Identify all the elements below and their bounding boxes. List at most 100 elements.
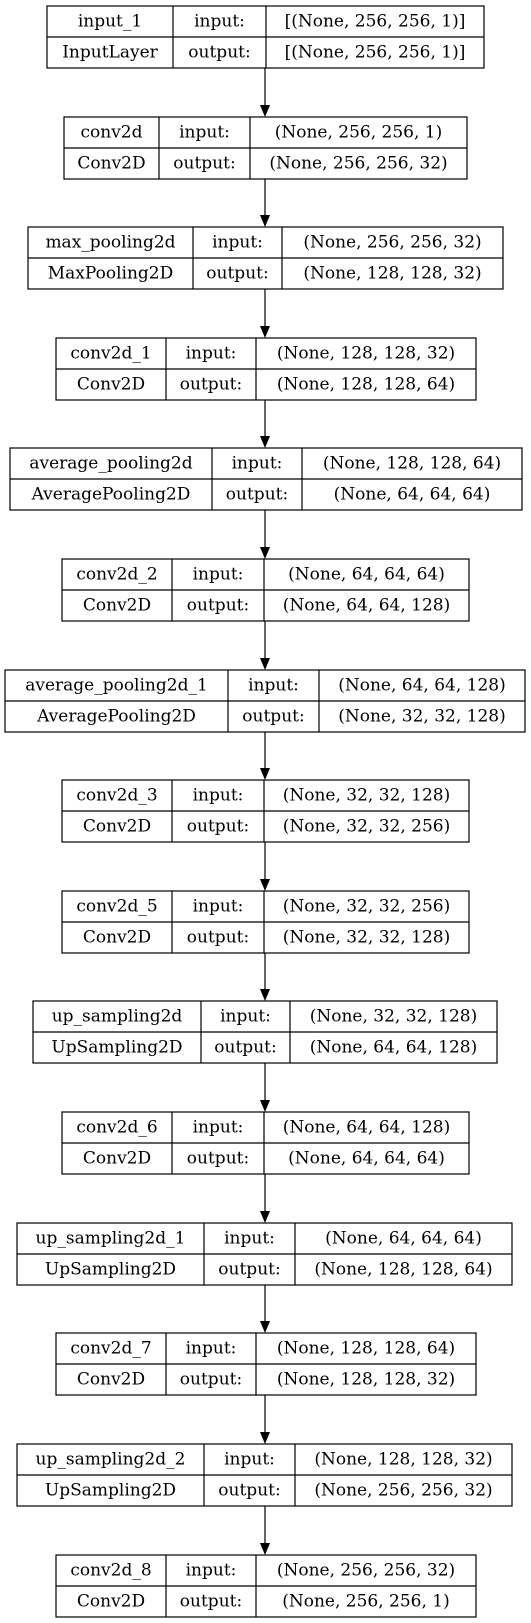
input-label: input: (220, 1007, 271, 1027)
edge-arrow (260, 1174, 270, 1223)
arrowhead (260, 215, 270, 227)
edge-arrow (260, 400, 270, 448)
arrowhead (260, 768, 270, 780)
output-shape: (None, 64, 64, 64) (334, 485, 491, 505)
output-label: output: (187, 817, 249, 837)
layer-type: AveragePooling2D (31, 485, 191, 505)
arrowhead (260, 105, 270, 117)
arrowhead (260, 1100, 270, 1112)
edge-arrow (260, 842, 270, 891)
output-shape: (None, 128, 128, 32) (277, 1370, 455, 1390)
layer-name: input_1 (78, 12, 142, 32)
input-label: input: (186, 1339, 237, 1359)
layer-name: average_pooling2d (29, 454, 192, 474)
output-shape: (None, 64, 64, 64) (288, 1149, 445, 1169)
output-shape: (None, 32, 32, 128) (283, 928, 451, 948)
layer-node-up_sampling2d: up_sampling2dUpSampling2Dinput:output:(N… (32, 1000, 498, 1064)
edge-arrow (260, 179, 270, 227)
output-label: output: (180, 375, 242, 395)
layer-node-max_pooling2d: max_pooling2dMaxPooling2Dinput:output:(N… (27, 226, 504, 290)
edge-arrow (260, 732, 270, 780)
edge-arrow (260, 1285, 270, 1333)
arrowhead (260, 1321, 270, 1333)
output-label: output: (218, 1481, 280, 1501)
layer-node-average_pooling2d: average_pooling2dAveragePooling2Dinput:o… (9, 447, 523, 511)
input-label: input: (179, 123, 230, 143)
layer-type: InputLayer (62, 43, 158, 63)
output-label: output: (214, 1038, 276, 1058)
output-shape: (None, 64, 64, 128) (283, 596, 451, 616)
input-label: input: (248, 676, 299, 696)
arrowhead (260, 989, 270, 1001)
input-label: input: (212, 233, 263, 253)
input-label: input: (186, 344, 237, 364)
input-shape: [(None, 256, 256, 1)] (285, 12, 466, 32)
layer-type: Conv2D (77, 1592, 145, 1612)
layer-name: conv2d_7 (70, 1339, 151, 1359)
layer-name: max_pooling2d (45, 233, 175, 253)
layer-name: up_sampling2d_1 (36, 1229, 186, 1249)
output-label: output: (180, 1370, 242, 1390)
layer-name: conv2d (80, 123, 142, 143)
arrowhead (260, 436, 270, 448)
output-shape: (None, 128, 128, 32) (303, 264, 481, 284)
input-shape: (None, 32, 32, 128) (310, 1007, 478, 1027)
layer-type: UpSampling2D (51, 1038, 182, 1058)
output-label: output: (187, 1149, 249, 1169)
layer-name: average_pooling2d_1 (25, 676, 208, 696)
input-label: input: (224, 1450, 275, 1470)
layer-name: conv2d_5 (76, 897, 157, 917)
layer-name: conv2d_6 (76, 1118, 157, 1138)
arrowhead (260, 547, 270, 559)
edge-arrow (260, 289, 270, 338)
output-label: output: (173, 154, 235, 174)
input-shape: (None, 64, 64, 128) (338, 676, 506, 696)
layer-name: conv2d_3 (76, 786, 157, 806)
input-label: input: (193, 786, 244, 806)
input-shape: (None, 128, 128, 32) (277, 344, 455, 364)
input-label: input: (193, 565, 244, 585)
output-label: output: (242, 707, 304, 727)
layer-type: Conv2D (83, 1149, 151, 1169)
edge-arrow (260, 68, 270, 117)
arrowhead (260, 1211, 270, 1223)
input-shape: (None, 64, 64, 128) (283, 1118, 451, 1138)
input-shape: (None, 128, 128, 64) (277, 1339, 455, 1359)
layer-name: conv2d_8 (70, 1561, 151, 1581)
edge-arrow (260, 1506, 270, 1555)
edge-arrow (260, 953, 270, 1001)
layer-node-average_pooling2d_1: average_pooling2d_1AveragePooling2Dinput… (4, 669, 526, 733)
output-shape: (None, 256, 256, 32) (314, 1481, 492, 1501)
layer-name: up_sampling2d_2 (36, 1450, 186, 1470)
layer-type: Conv2D (83, 817, 151, 837)
layer-type: UpSampling2D (45, 1481, 176, 1501)
layer-type: Conv2D (77, 375, 145, 395)
input-label: input: (232, 454, 283, 474)
arrowhead (260, 326, 270, 338)
arrowhead (260, 879, 270, 891)
layer-type: Conv2D (77, 154, 145, 174)
layer-node-up_sampling2d_1: up_sampling2d_1UpSampling2Dinput:output:… (16, 1222, 513, 1286)
output-label: output: (180, 1592, 242, 1612)
output-shape: (None, 64, 64, 128) (310, 1038, 478, 1058)
input-shape: (None, 256, 256, 1) (275, 123, 443, 143)
output-shape: (None, 32, 32, 256) (283, 817, 451, 837)
input-label: input: (224, 1229, 275, 1249)
edge-arrow (260, 621, 270, 670)
arrowhead (260, 658, 270, 670)
input-label: input: (193, 897, 244, 917)
input-shape: (None, 32, 32, 128) (283, 786, 451, 806)
output-label: output: (218, 1260, 280, 1280)
layer-type: Conv2D (83, 596, 151, 616)
layer-type: Conv2D (77, 1370, 145, 1390)
input-shape: (None, 32, 32, 256) (283, 897, 451, 917)
